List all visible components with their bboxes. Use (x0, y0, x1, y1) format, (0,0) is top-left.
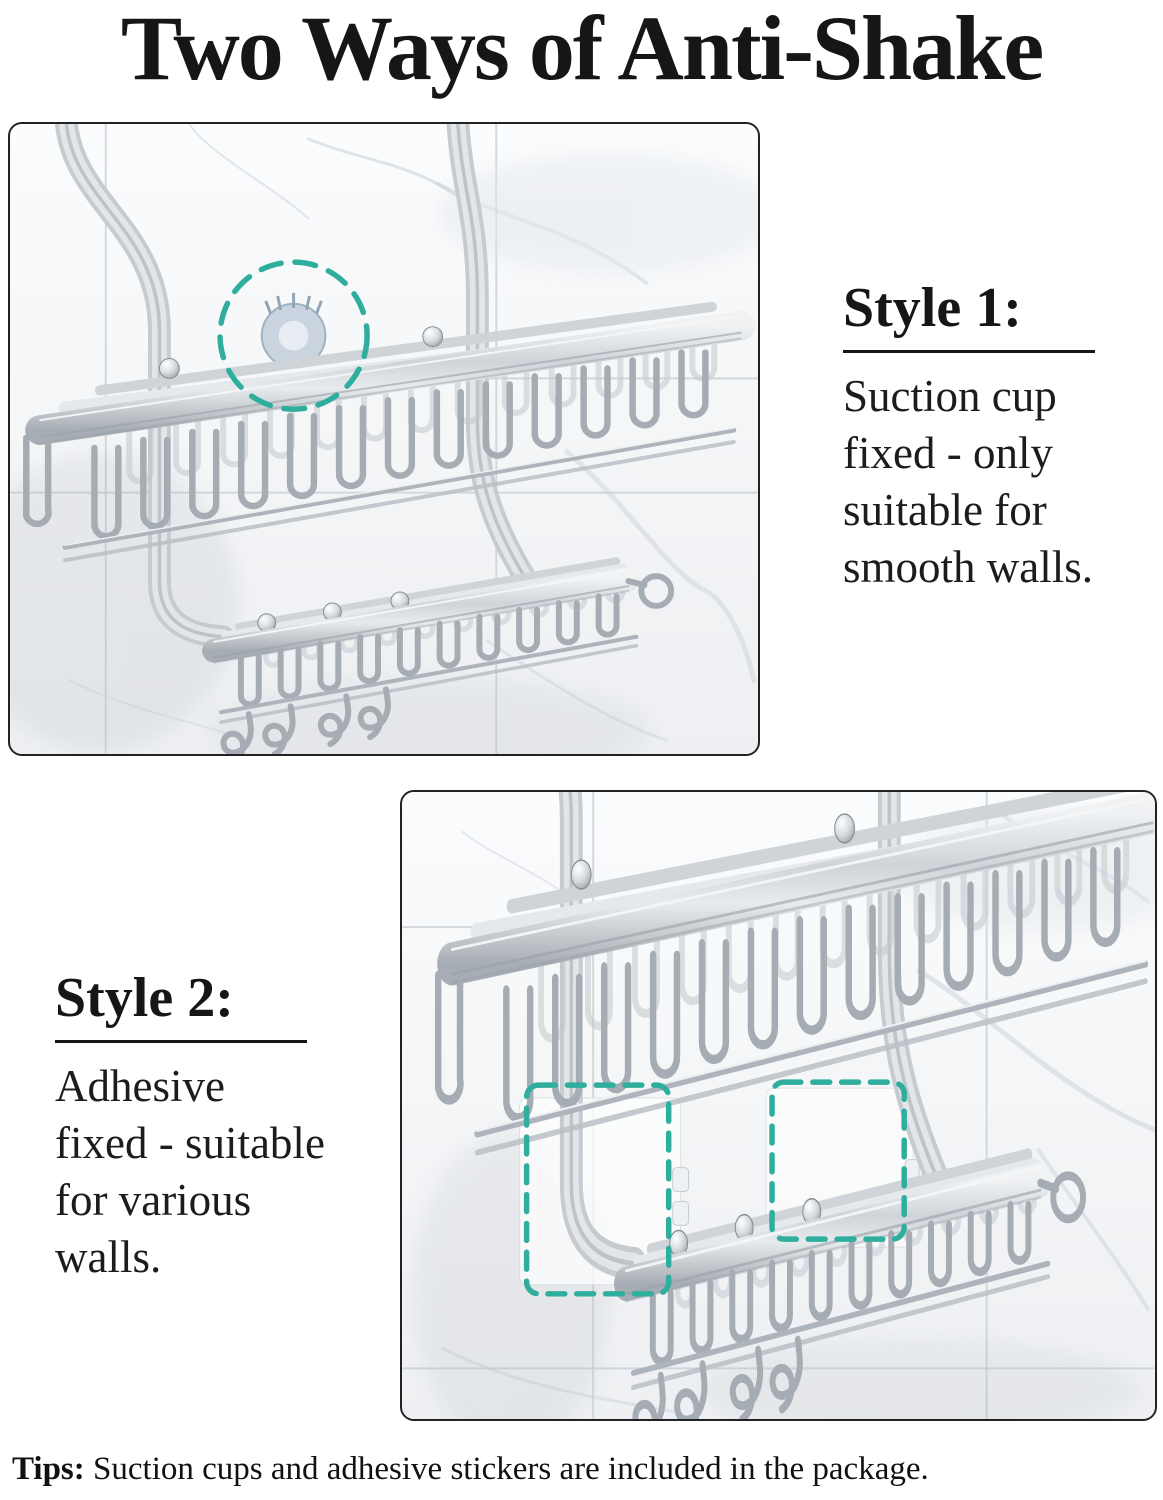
tips-text: Suction cups and adhesive stickers are i… (84, 1451, 929, 1487)
style1-block: Style 1: Suction cup fixed - only suitab… (843, 276, 1095, 596)
style2-underline (55, 1040, 307, 1044)
photo-suction-style (8, 122, 760, 756)
adhesive-highlight-right (769, 1079, 907, 1242)
style2-description: Adhesive fixed - suitable for various wa… (55, 1058, 325, 1286)
style2-heading: Style 2: (55, 967, 234, 1029)
adhesive-highlight-left (523, 1082, 672, 1297)
style1-underline (843, 350, 1095, 354)
style1-line: suitable for (843, 485, 1047, 536)
style1-heading: Style 1: (843, 277, 1022, 339)
style2-line: fixed - suitable (55, 1118, 325, 1169)
page-title: Two Ways of Anti-Shake (120, 0, 1044, 99)
style1-line: Suction cup (843, 371, 1057, 422)
style2-line: walls. (55, 1232, 162, 1283)
tips-label: Tips: (12, 1451, 85, 1487)
style2-block: Style 2: Adhesive fixed - suitable for v… (55, 966, 325, 1286)
tips-line: Tips: Suction cups and adhesive stickers… (12, 1447, 929, 1491)
suction-cup (260, 292, 327, 369)
style1-line: fixed - only (843, 428, 1053, 479)
style2-line: for various (55, 1175, 252, 1226)
photo-adhesive-style (400, 790, 1157, 1421)
caddy-photo-2 (402, 792, 1155, 1419)
style2-line: Adhesive (55, 1061, 225, 1112)
caddy-photo-1 (10, 124, 758, 754)
style1-description: Suction cup fixed - only suitable for sm… (843, 368, 1095, 596)
suction-highlight-circle (217, 259, 370, 412)
style1-line: smooth walls. (843, 542, 1094, 593)
